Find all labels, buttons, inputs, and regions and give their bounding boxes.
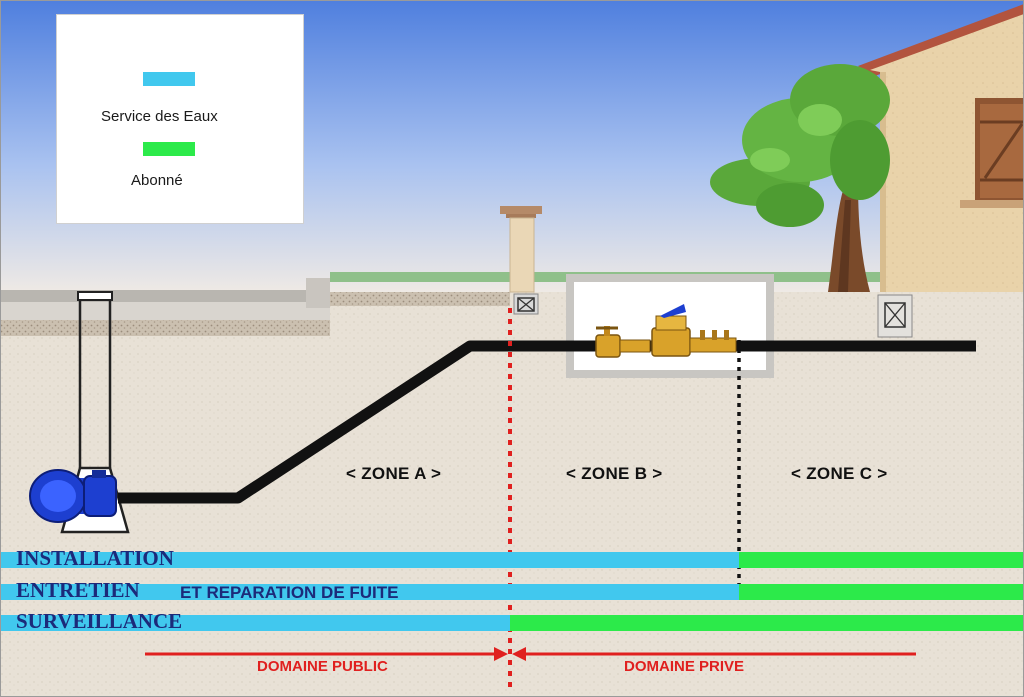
band-surveillance-blue xyxy=(0,615,510,631)
zone-a-label: < ZONE A > xyxy=(346,464,442,483)
legend-swatch-abonne xyxy=(143,142,195,156)
gravel-strip xyxy=(330,292,510,306)
band-label-installation: INSTALLATION xyxy=(16,546,174,570)
domain-prive-label: DOMAINE PRIVE xyxy=(624,658,745,675)
road-gravel xyxy=(0,320,330,336)
domain-public-arrow xyxy=(145,647,508,661)
band-label-surveillance: SURVEILLANCE xyxy=(16,609,183,633)
band-entretien-blue xyxy=(0,584,739,600)
boundary-pillar xyxy=(500,206,542,315)
tree-icon xyxy=(710,64,890,292)
domain-prive-arrow xyxy=(512,647,916,661)
domain-public-label: DOMAINE PUBLIC xyxy=(257,658,388,675)
band-surveillance-green xyxy=(510,615,1024,631)
legend-label-abonne: Abonné xyxy=(131,172,183,189)
zone-b-label: < ZONE B > xyxy=(566,464,663,483)
zone-c-label: < ZONE C > xyxy=(791,464,888,483)
band-installation-blue xyxy=(0,552,739,568)
band-installation-green xyxy=(739,552,1024,568)
valve-icon xyxy=(29,469,117,523)
band-label-reparation: ET REPARATION DE FUITE xyxy=(180,583,399,602)
water-meter-icon xyxy=(595,304,737,358)
curb xyxy=(306,278,330,308)
legend-swatch-service-des-eaux xyxy=(143,72,195,86)
legend: Service des Eaux Abonné xyxy=(56,14,304,224)
band-entretien-green xyxy=(739,584,1024,600)
manhole-icon xyxy=(517,297,535,312)
road-surface xyxy=(0,290,330,302)
sidewalk xyxy=(0,302,330,320)
legend-label-service-des-eaux: Service des Eaux xyxy=(101,108,218,125)
band-label-entretien: ENTRETIEN xyxy=(16,578,140,602)
